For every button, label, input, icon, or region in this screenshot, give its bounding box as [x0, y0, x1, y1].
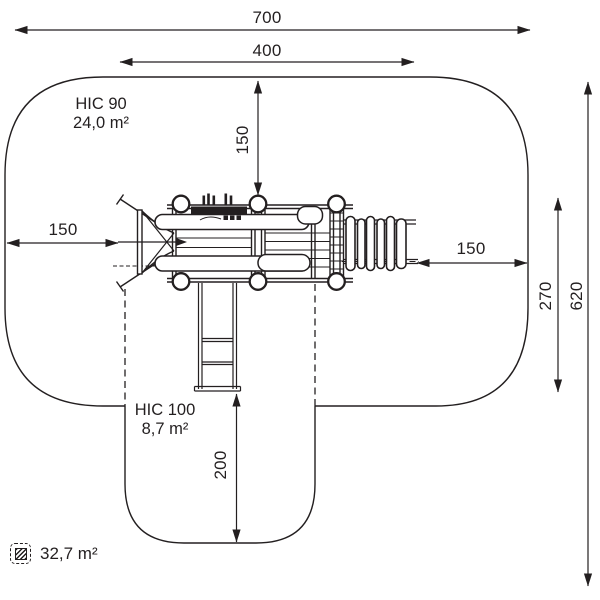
slide	[113, 194, 187, 292]
dim-label-right-clearance: 150	[456, 239, 486, 258]
play-structure	[113, 193, 419, 392]
dim-label-side-height: 270	[536, 281, 555, 311]
roller-top-right	[296, 205, 324, 225]
access-ladder	[193, 283, 242, 392]
hic100-label: HIC 100 8,7 m²	[135, 401, 196, 439]
dim-label-top-clearance: 150	[233, 125, 252, 155]
footprint-legend: 32,7 m²	[10, 543, 98, 564]
hic100-area: 8,7 m²	[141, 420, 189, 438]
slide-direction-arrow	[176, 238, 187, 246]
hic100-name: HIC 100	[134, 401, 196, 419]
dim-label-left-clearance: 150	[48, 220, 78, 239]
hic90-zone-outline	[4, 76, 529, 407]
hic90-area: 24,0 m²	[73, 114, 129, 132]
hic90-name: HIC 90	[75, 95, 127, 113]
climbing-strip	[191, 206, 247, 214]
dimension-lines	[6, 25, 593, 587]
spiral-climber	[342, 215, 419, 272]
hold-ticks	[202, 193, 241, 220]
footprint-area: 32,7 m²	[40, 543, 98, 563]
dim-label-total-width: 700	[252, 8, 282, 27]
dim-label-total-height: 620	[567, 281, 586, 311]
roller-bottom-right	[257, 253, 311, 272]
hic100-zone-outline	[124, 284, 316, 544]
posts	[171, 194, 346, 291]
hic90-label: HIC 90 24,0 m²	[73, 95, 129, 133]
hatched-square-icon	[10, 543, 31, 564]
dim-label-structure-width: 400	[252, 41, 282, 60]
dim-label-bottom-clearance: 200	[211, 450, 230, 480]
